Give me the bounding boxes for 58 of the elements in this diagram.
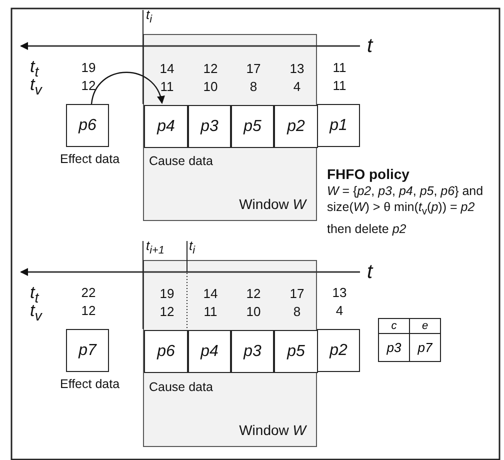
timestamp-value: 19 — [158, 286, 176, 301]
policy-text: W = {p2, p3, p4, p5, p6} and size(W) > θ min(t$_{v}$(p)) = p2 then delete p2 — [327, 183, 484, 236]
region-label: Window W — [239, 422, 306, 438]
region-label: Window W — [239, 196, 306, 212]
timestamp-value: 14 — [158, 61, 176, 76]
packet-label: p7 — [78, 342, 96, 360]
curved-arrow — [90, 72, 164, 104]
timestamp-value: 14 — [202, 286, 219, 301]
timestamp-value: 12 — [202, 61, 219, 76]
timestamp-value: 4 — [292, 79, 302, 94]
timestamp-value: 19 — [80, 60, 97, 75]
timestamp-value: 17 — [288, 286, 306, 301]
packet-label: p5 — [287, 342, 305, 360]
timestamp-value: 11 — [332, 78, 348, 93]
packet-label: p1 — [330, 116, 348, 134]
timestamp-value: 11 — [332, 60, 348, 75]
packet-label: p2 — [330, 342, 348, 360]
packet-label: p4 — [157, 118, 175, 136]
window-region — [143, 34, 317, 221]
timestamp-value: 10 — [202, 79, 219, 94]
packet-label: p6 — [157, 342, 175, 360]
packet-label: p5 — [244, 118, 262, 136]
timestamp-value: 17 — [245, 61, 262, 76]
packet-label: p3 — [244, 342, 262, 360]
window-region — [143, 260, 317, 447]
packet-label: p4 — [200, 342, 218, 360]
table-cell: p3 — [378, 334, 410, 362]
timestamp-value: 8 — [248, 79, 258, 94]
row-label: t$_{t}$ — [30, 57, 39, 80]
column-header: e — [410, 318, 440, 334]
timestamp-value: 12 — [80, 303, 97, 318]
timestamp-value: 11 — [202, 304, 218, 319]
packet-label: p6 — [78, 116, 96, 134]
packet-label: p2 — [287, 118, 305, 136]
timestamp-value: 10 — [245, 304, 262, 319]
region-caption: Cause data — [149, 380, 213, 394]
time-marker-label: t$_{i}$ — [146, 7, 152, 26]
timestamp-value: 4 — [334, 303, 344, 318]
packet-label: p3 — [200, 118, 218, 136]
timestamp-value: 12 — [245, 286, 262, 301]
time-marker-label: t$_{i}$ — [189, 238, 196, 257]
axis-label: t — [367, 35, 373, 58]
timestamp-value: 11 — [159, 79, 175, 94]
policy-heading: FHFO policy — [327, 166, 410, 182]
timestamp-value: 13 — [331, 285, 348, 300]
caption-text: Effect data — [60, 377, 120, 391]
axis-label: t — [367, 261, 373, 284]
column-header: c — [378, 318, 410, 334]
time-marker-label: t$_{i+1}$ — [146, 238, 164, 257]
row-label: t$_{t}$ — [30, 283, 39, 306]
timestamp-value: 8 — [292, 304, 302, 319]
table-cell: p7 — [410, 334, 440, 362]
region-caption: Cause data — [149, 154, 213, 168]
timestamp-value: 12 — [80, 78, 97, 93]
timestamp-value: 13 — [288, 61, 306, 76]
timestamp-value: 12 — [158, 304, 176, 319]
timestamp-value: 22 — [80, 285, 97, 300]
caption-text: Effect data — [60, 152, 120, 166]
